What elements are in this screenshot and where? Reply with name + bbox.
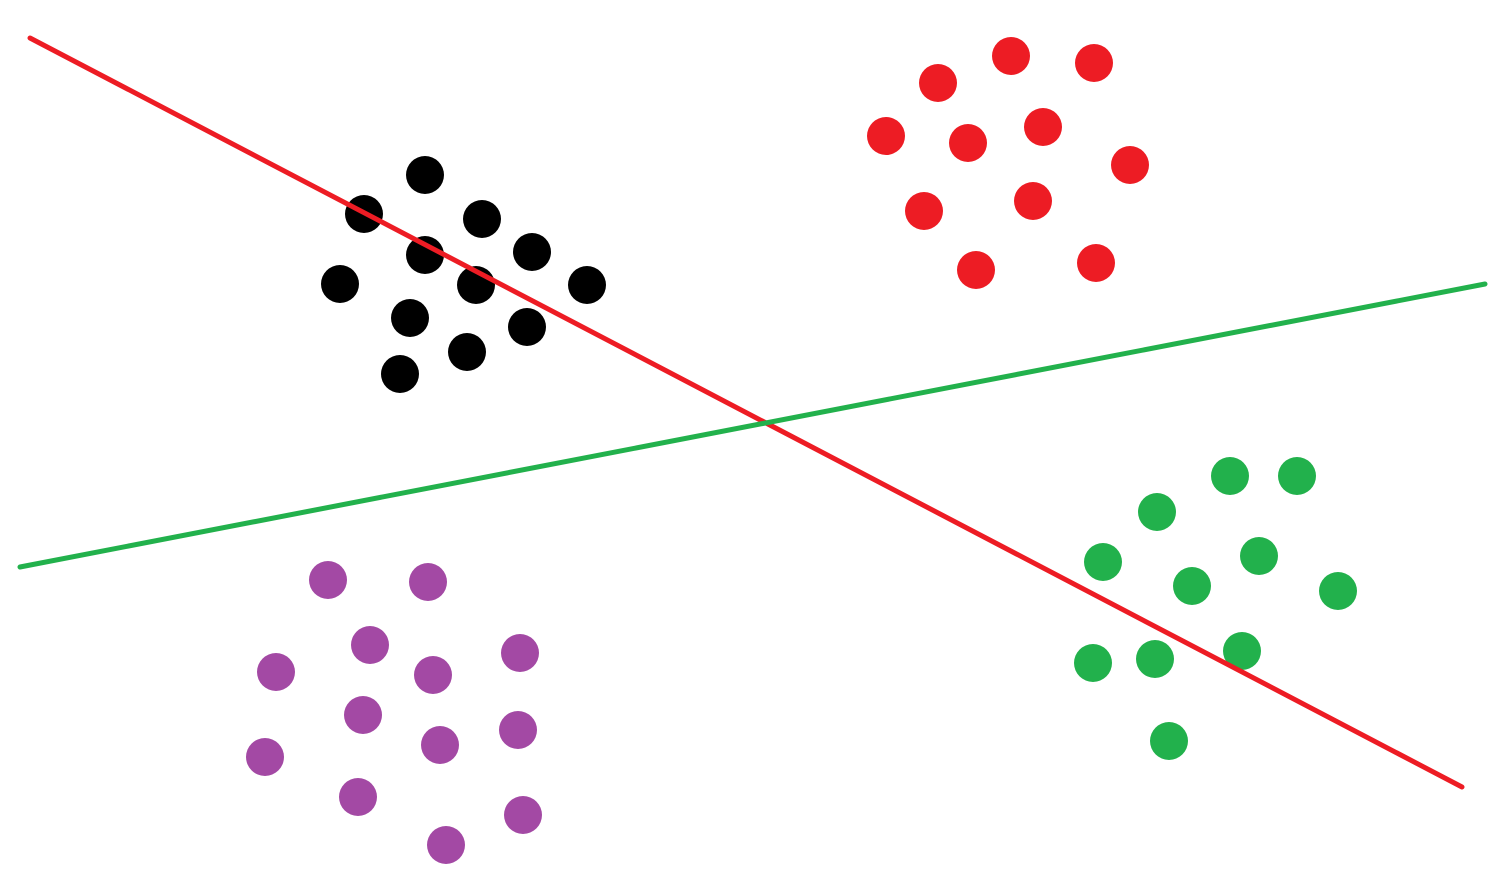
data-point — [1111, 146, 1149, 184]
red-cluster — [867, 37, 1149, 289]
data-point — [409, 563, 447, 601]
data-point — [867, 117, 905, 155]
data-point — [501, 634, 539, 672]
data-point — [1084, 543, 1122, 581]
data-point — [1014, 182, 1052, 220]
data-point — [504, 796, 542, 834]
data-point — [508, 308, 546, 346]
data-point — [1211, 457, 1249, 495]
green-separator-line — [17, 281, 1488, 570]
data-point — [321, 265, 359, 303]
data-point — [448, 333, 486, 371]
data-point — [421, 726, 459, 764]
data-point — [463, 200, 501, 238]
data-point — [381, 355, 419, 393]
data-point — [414, 656, 452, 694]
data-point — [339, 778, 377, 816]
data-point — [1173, 567, 1211, 605]
data-point — [499, 711, 537, 749]
data-point — [257, 653, 295, 691]
data-point — [391, 299, 429, 337]
data-point — [351, 626, 389, 664]
data-point — [406, 236, 444, 274]
data-point — [427, 826, 465, 864]
data-point — [309, 561, 347, 599]
data-point — [1024, 108, 1062, 146]
data-point — [406, 156, 444, 194]
data-point — [905, 192, 943, 230]
data-point — [957, 251, 995, 289]
data-point — [1075, 44, 1113, 82]
data-point — [513, 233, 551, 271]
data-point — [1074, 644, 1112, 682]
data-point — [1278, 457, 1316, 495]
purple-cluster — [246, 561, 542, 864]
data-point — [1138, 493, 1176, 531]
data-point — [992, 37, 1030, 75]
data-point — [568, 266, 606, 304]
data-point — [1223, 632, 1261, 670]
data-point — [344, 696, 382, 734]
data-point — [949, 124, 987, 162]
data-point — [246, 738, 284, 776]
black-cluster — [321, 156, 606, 393]
lines-layer — [17, 35, 1488, 790]
data-point — [1077, 244, 1115, 282]
green-cluster — [1074, 457, 1357, 760]
data-point — [1319, 572, 1357, 610]
data-point — [1240, 537, 1278, 575]
data-point — [919, 64, 957, 102]
data-point — [1136, 640, 1174, 678]
data-point — [1150, 722, 1188, 760]
points-layer — [246, 37, 1357, 864]
red-separator-line — [27, 35, 1465, 790]
